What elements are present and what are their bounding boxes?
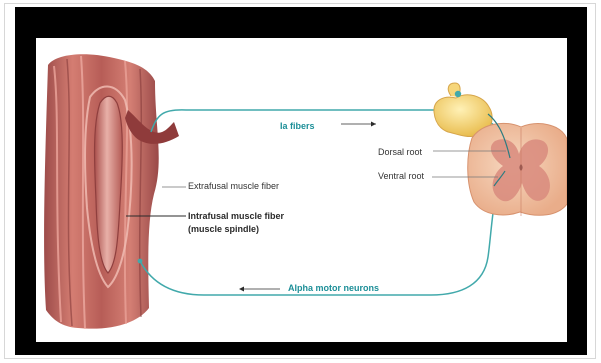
direction-arrows [239, 122, 376, 292]
reflex-arc-paths [138, 110, 510, 295]
spinal-cord-structure [434, 83, 567, 216]
extrafusal-muscle-fiber-label: Extrafusal muscle fiber [188, 181, 279, 192]
reflex-arc-illustration [36, 38, 567, 342]
muscle-spindle-label: (muscle spindle) [188, 224, 259, 235]
motor-end-plate [138, 259, 143, 264]
muscle-group [44, 54, 179, 329]
ia-fiber-arrowhead [371, 122, 376, 127]
muscle-spindle-reflex-diagram: Ia fibers Dorsal root Ventral root Extra… [36, 38, 567, 342]
ia-fibers-label: Ia fibers [280, 121, 315, 132]
intrafusal-muscle-fiber-label: Intrafusal muscle fiber [188, 211, 284, 222]
dorsal-root-label: Dorsal root [378, 147, 422, 158]
ganglion-cell-body [455, 91, 461, 97]
alpha-motor-neurons-label: Alpha motor neurons [288, 283, 379, 294]
alpha-motor-path [140, 175, 500, 295]
label-leader-lines [126, 151, 506, 216]
motor-arrowhead [239, 287, 244, 292]
ventral-root-label: Ventral root [378, 171, 424, 182]
